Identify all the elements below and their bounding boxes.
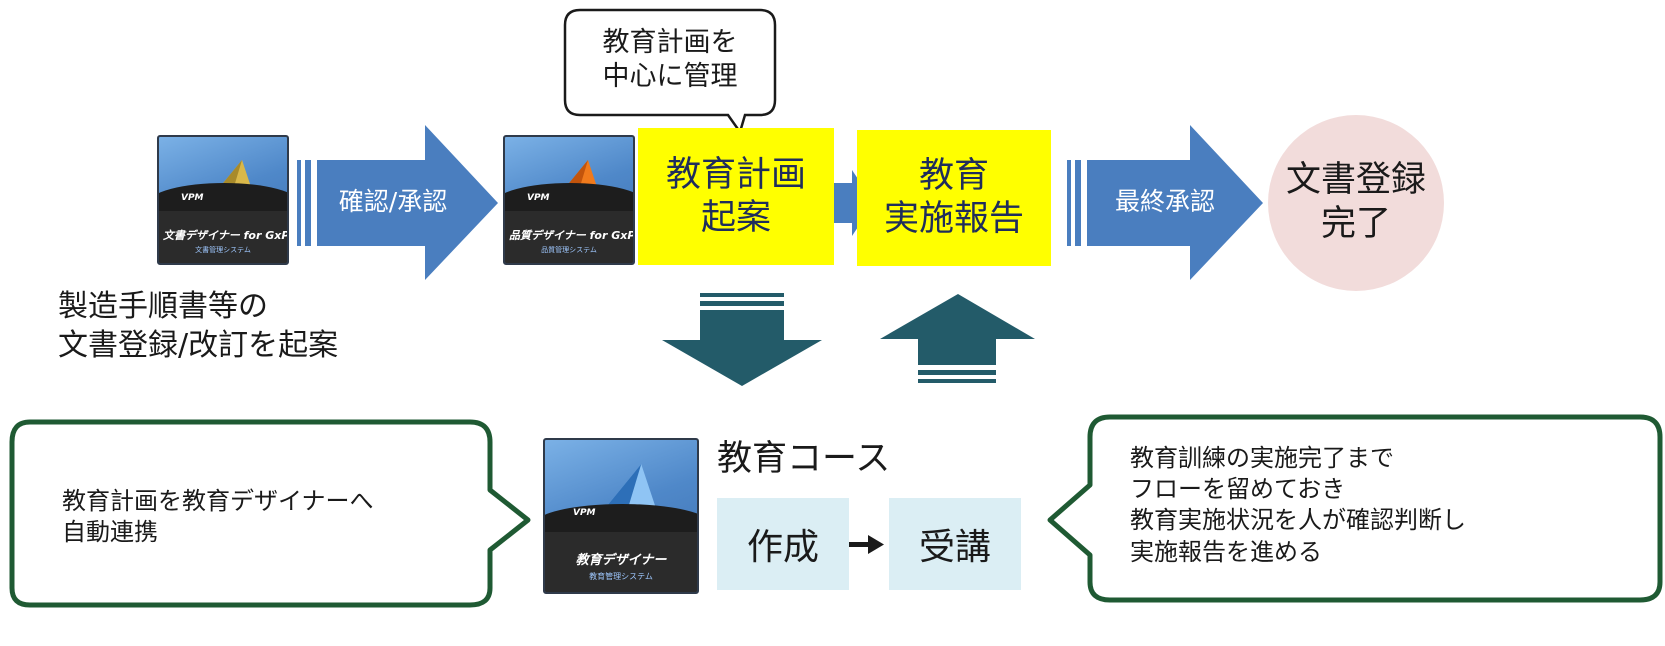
tile-product-name: 文書デザイナー for GxP [163,229,289,242]
arrow-up-teal [880,294,1035,383]
arrow-final-label: 最終承認 [1114,187,1215,217]
tile-base [505,211,633,263]
callout-right-shape [1047,414,1663,603]
course-create-box: 作成 [717,498,849,590]
callout-left-shape [9,419,531,608]
callout-right-text: 教育訓練の実施完了まで フローを留めておき 教育実施状況を人が確認判断し 実施報… [1130,444,1466,566]
course-arrow [848,535,884,554]
tile-product-sub: 教育管理システム [589,572,653,581]
quality-designer-logo: VPM 品質デザイナー for GxP 品質管理システム [503,135,635,265]
tile-product-name: 品質デザイナー for GxP [509,229,635,242]
arrow-final-approval [1067,125,1263,280]
speech-bubble-top [563,8,777,135]
tile-base [159,211,287,263]
arrow-approve [297,125,498,280]
course-attend-box: 受講 [889,498,1021,590]
vpm-label: VPM [573,508,596,518]
arrow-down-teal [662,293,822,386]
doc-designer-logo: VPM 文書デザイナー for GxP 文書管理システム [157,135,289,265]
vpm-label: VPM [527,193,550,203]
implementation-report-box: 教育 実施報告 [857,130,1051,266]
speech-bubble-text: 教育計画を 中心に管理 [602,27,738,92]
vpm-label: VPM [181,193,204,203]
tile-product-name: 教育デザイナー [575,553,667,568]
edu-designer-logo: VPM 教育デザイナー 教育管理システム [543,438,699,594]
complete-circle [1268,115,1444,291]
arrow-approve-label: 確認/承認 [338,187,448,217]
plan-draft-box: 教育計画 起案 [638,128,834,265]
course-title: 教育コース [717,439,891,479]
tile-product-sub: 文書管理システム [195,246,251,254]
complete-circle-text: 文書登録 完了 [1285,160,1426,244]
left-caption: 製造手順書等の 文書登録/改訂を起案 [58,289,339,363]
tile-product-sub: 品質管理システム [541,246,597,254]
callout-left-text: 教育計画を教育デザイナーへ 自動連携 [62,487,374,547]
tile-base [545,532,697,592]
